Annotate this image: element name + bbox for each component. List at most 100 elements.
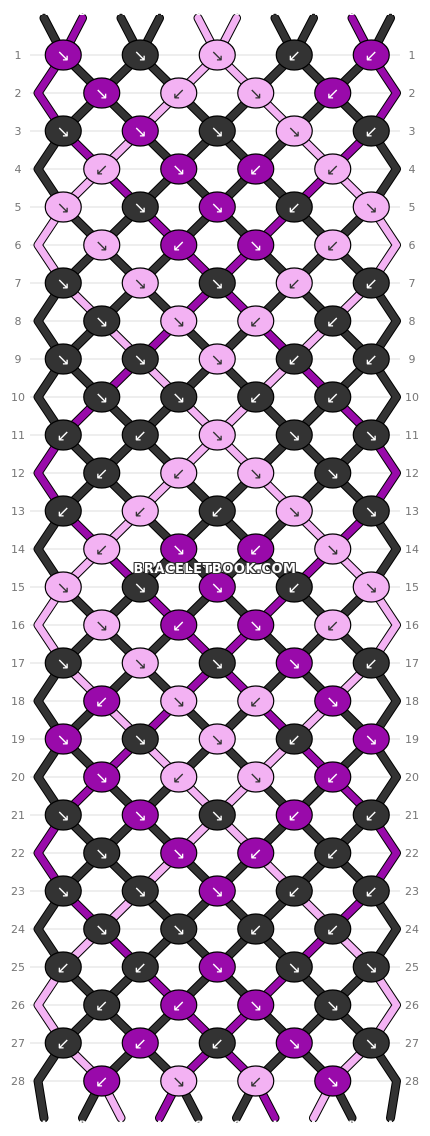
knot: ↘ [198,799,236,831]
knot-ellipse [198,571,236,603]
row-number-left: 7 [15,277,22,290]
knot-ellipse [275,571,313,603]
knot-arrow-icon: ↘ [365,578,378,597]
knot: ↙ [83,1065,121,1097]
knot-arrow-icon: ↘ [134,122,147,141]
knot: ↙ [44,419,82,451]
knot-arrow-icon: ↘ [95,768,108,787]
knot: ↘ [121,723,159,755]
knot-ellipse [237,609,275,641]
row-number-right: 8 [409,315,416,328]
knot-ellipse [198,875,236,907]
knot: ↙ [83,457,121,489]
row-number-left: 5 [15,201,22,214]
knot-arrow-icon: ↙ [365,806,378,825]
knot-arrow-icon: ↘ [288,1034,301,1053]
knot-arrow-icon: ↘ [211,350,224,369]
knot-arrow-icon: ↘ [57,654,70,673]
knot-arrow-icon: ↘ [172,540,185,559]
row-number-right: 23 [405,885,419,898]
knot-arrow-icon: ↙ [57,958,70,977]
knot-ellipse [198,343,236,375]
knot-ellipse [198,495,236,527]
row-number-right: 6 [409,239,416,252]
knot-arrow-icon: ↘ [211,806,224,825]
knot-ellipse [314,989,352,1021]
knot-arrow-icon: ↙ [134,1034,147,1053]
row-number-left: 16 [11,619,25,632]
knot: ↘ [44,723,82,755]
knot-arrow-icon: ↘ [57,730,70,749]
knot-ellipse [352,343,390,375]
knot-arrow-icon: ↘ [134,882,147,901]
knot-ellipse [314,913,352,945]
knot: ↙ [198,1027,236,1059]
row-number-left: 10 [11,391,25,404]
knot-ellipse [237,989,275,1021]
knot: ↙ [237,913,275,945]
knot-ellipse [44,115,82,147]
knot: ↘ [44,267,82,299]
knot-ellipse [44,723,82,755]
top-strand-label: B [349,8,356,18]
knot-ellipse [352,875,390,907]
knot-arrow-icon: ↘ [249,996,262,1015]
top-strand-label: A [272,8,279,18]
knot-ellipse [160,609,198,641]
knot: ↘ [198,571,236,603]
knot-ellipse [275,951,313,983]
knot-arrow-icon: ↙ [172,84,185,103]
bottom-strand-label: A [156,1120,163,1130]
knot-arrow-icon: ↘ [211,274,224,293]
knot-arrow-icon: ↙ [95,996,108,1015]
knot-arrow-icon: ↘ [95,920,108,939]
knot: ↘ [198,267,236,299]
knot: ↙ [237,305,275,337]
knot-ellipse [160,685,198,717]
knot: ↘ [314,533,352,565]
row-number-left: 4 [15,163,22,176]
knot-arrow-icon: ↙ [365,350,378,369]
knot-arrow-icon: ↘ [211,426,224,445]
knot-ellipse [121,343,159,375]
row-number-right: 2 [409,87,416,100]
knot: ↘ [198,875,236,907]
knot-ellipse [121,723,159,755]
knot: ↘ [314,989,352,1021]
knot: ↙ [352,799,390,831]
knot: ↙ [352,647,390,679]
knot-arrow-icon: ↙ [57,502,70,521]
row-number-right: 11 [405,429,419,442]
knot-ellipse [352,951,390,983]
knot-ellipse [237,305,275,337]
knot: ↙ [275,191,313,223]
row-number-right: 19 [405,733,419,746]
top-strand-label: A [118,8,125,18]
knot: ↘ [352,571,390,603]
knot-ellipse [314,457,352,489]
row-number-right: 13 [405,505,419,518]
knot-arrow-icon: ↘ [211,122,224,141]
knot-arrow-icon: ↘ [249,464,262,483]
row-number-left: 17 [11,657,25,670]
row-number-left: 20 [11,771,25,784]
knot-ellipse [314,229,352,261]
knot-arrow-icon: ↘ [326,464,339,483]
knot: ↘ [83,913,121,945]
knot-ellipse [83,533,121,565]
knot-ellipse [160,1065,198,1097]
knot: ↙ [314,609,352,641]
knot: ↘ [237,609,275,641]
row-number-left: 9 [15,353,22,366]
row-number-right: 18 [405,695,419,708]
top-strand-label: A [310,8,317,18]
knot-arrow-icon: ↙ [326,616,339,635]
knot-arrow-icon: ↙ [288,350,301,369]
knot: ↙ [83,685,121,717]
knot: ↘ [352,723,390,755]
top-strand-label: A [156,8,163,18]
knot: ↙ [83,533,121,565]
knot-arrow-icon: ↘ [211,730,224,749]
knot-arrow-icon: ↙ [172,996,185,1015]
knot-arrow-icon: ↘ [57,46,70,65]
